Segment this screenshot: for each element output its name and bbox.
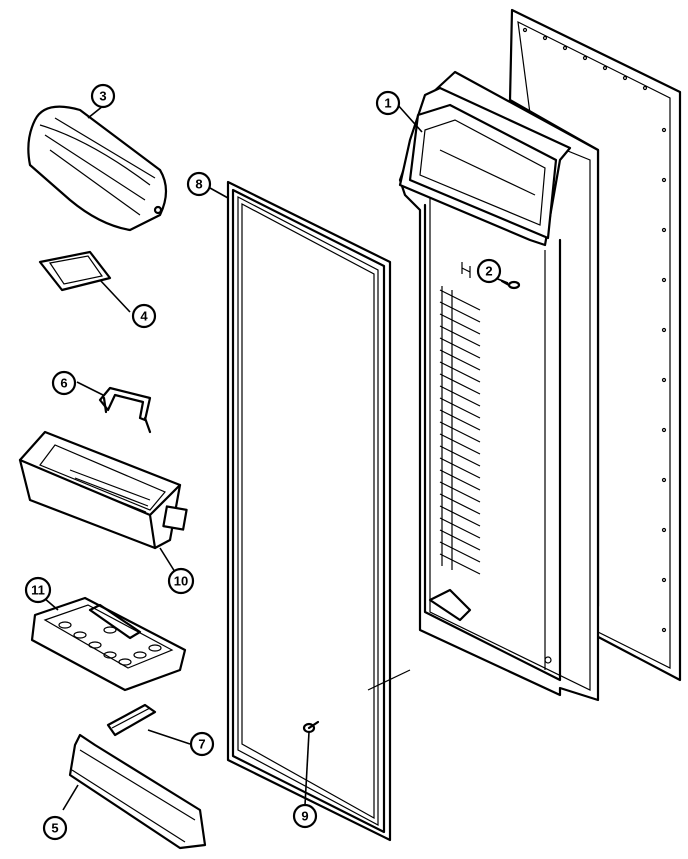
door-bin (18, 430, 188, 550)
callout-8: 8 (186, 171, 212, 197)
door-gasket (226, 180, 411, 842)
bin-handle (98, 386, 152, 434)
callout-6: 6 (51, 370, 77, 396)
door-shelf-bar (68, 733, 207, 850)
callout-11: 11 (24, 576, 52, 604)
egg-tray (30, 596, 187, 692)
callout-label-6: 6 (60, 376, 67, 391)
callout-label-4: 4 (140, 309, 148, 324)
callout-10: 10 (167, 567, 195, 595)
dairy-door (27, 105, 168, 232)
callout-3: 3 (90, 83, 116, 109)
callout-5: 5 (42, 815, 68, 841)
callout-7: 7 (189, 731, 215, 757)
callout-label-2: 2 (485, 264, 492, 279)
callout-label-7: 7 (198, 737, 205, 752)
callout-label-10: 10 (174, 574, 188, 589)
callout-label-5: 5 (51, 821, 58, 836)
bin-clip (106, 703, 157, 737)
callout-label-1: 1 (384, 96, 391, 111)
callout-9: 9 (292, 803, 318, 829)
callout-1: 1 (375, 90, 401, 116)
door-liner (398, 70, 600, 702)
callout-label-11: 11 (31, 583, 45, 598)
small-tray (38, 250, 112, 292)
callout-2: 2 (476, 258, 502, 284)
callout-4: 4 (131, 303, 157, 329)
callout-label-8: 8 (195, 177, 202, 192)
callout-label-9: 9 (301, 809, 308, 824)
callout-label-3: 3 (99, 89, 106, 104)
